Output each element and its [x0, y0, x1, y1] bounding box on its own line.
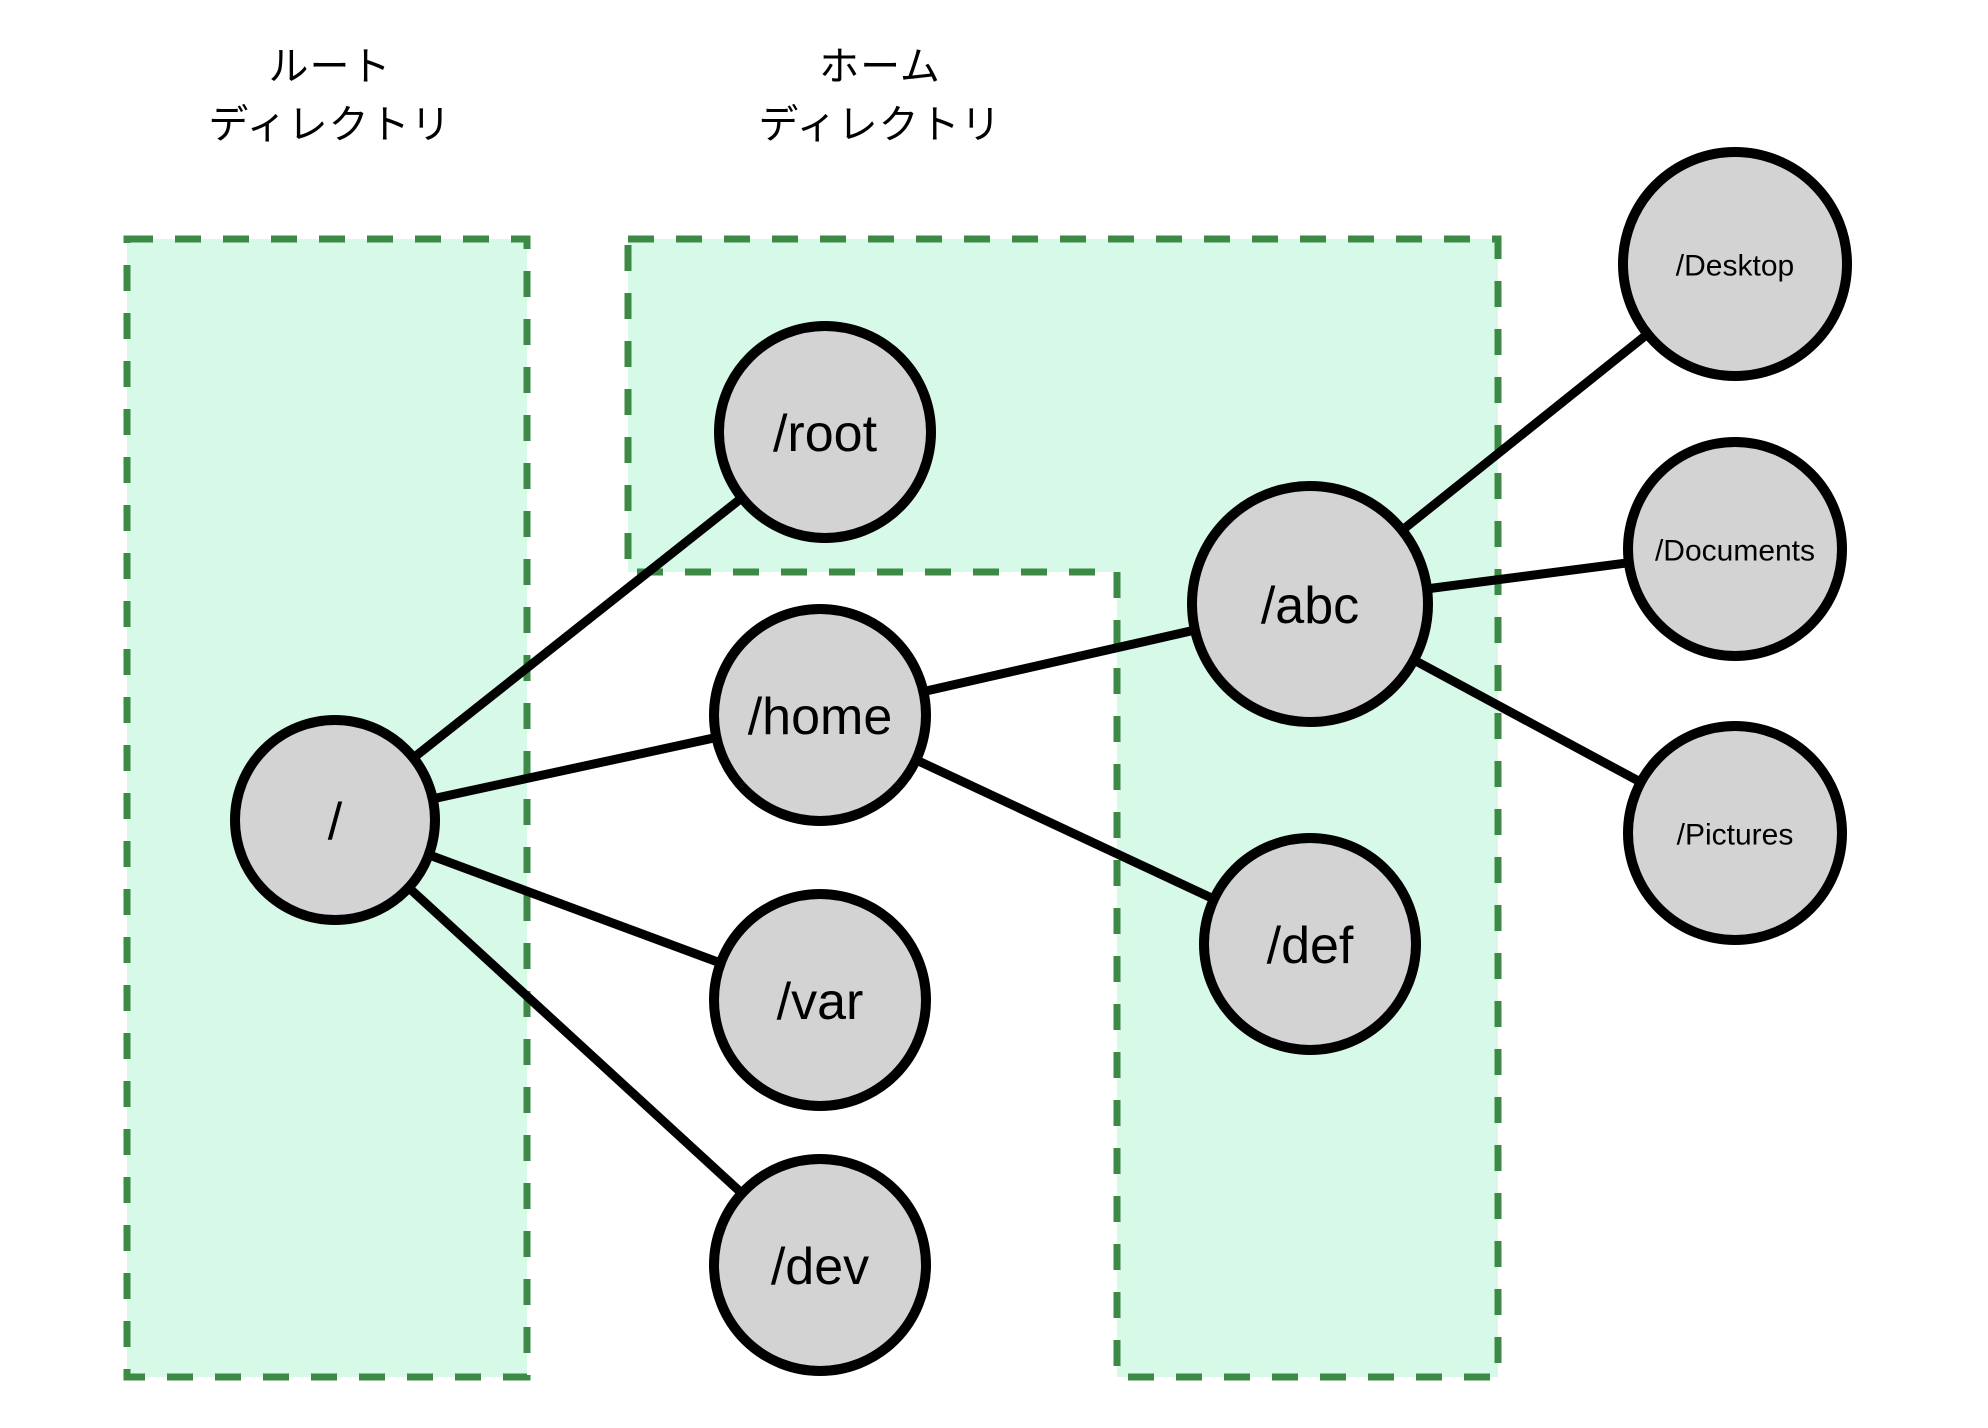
node-abc[interactable]: /abc [1187, 481, 1433, 727]
edge-root-to-var [423, 849, 726, 969]
edge-home-to-abc [918, 624, 1200, 697]
node-label-documents: /Documents [1655, 535, 1815, 568]
home-directory-label: ホーム ディレクトリ [758, 45, 1002, 147]
edge-home-to-def [910, 754, 1220, 905]
edge-root-to-root-dir [407, 491, 748, 764]
node-circle-def [1199, 833, 1421, 1055]
node-label-var: /var [777, 973, 864, 1031]
edge-root-to-dev [402, 881, 748, 1200]
node-root-dir[interactable]: /root [714, 321, 936, 543]
edge-abc-to-documents [1422, 557, 1634, 594]
node-label-root-dir: /root [773, 405, 878, 463]
node-circle-var [709, 889, 931, 1111]
node-circle-dev [709, 1154, 931, 1376]
node-label-abc: /abc [1261, 577, 1359, 635]
node-label-def: /def [1267, 917, 1354, 975]
node-circle-pictures [1623, 721, 1847, 945]
node-root[interactable]: / [230, 715, 440, 925]
node-label-root: / [328, 793, 343, 851]
edge-root-to-home [427, 732, 722, 805]
node-layer: / /root/home/var/dev/abc/def/Desktop/Docu… [230, 147, 1852, 1376]
node-circle-root [230, 715, 440, 925]
node-def[interactable]: /def [1199, 833, 1421, 1055]
node-label-home: /home [748, 688, 893, 746]
node-documents[interactable]: /Documents [1623, 437, 1847, 661]
node-pictures[interactable]: /Pictures [1623, 721, 1847, 945]
node-desktop[interactable]: /Desktop [1618, 147, 1852, 381]
edge-abc-to-desktop [1396, 327, 1654, 537]
node-circle-abc [1187, 481, 1433, 727]
node-label-pictures: /Pictures [1677, 819, 1794, 852]
node-label-desktop: /Desktop [1676, 250, 1794, 283]
node-dev[interactable]: /dev [709, 1154, 931, 1376]
node-circle-desktop [1618, 147, 1852, 381]
node-circle-documents [1623, 437, 1847, 661]
node-var[interactable]: /var [709, 889, 931, 1111]
node-circle-root-dir [714, 321, 936, 543]
root-directory-label: ルート ディレクトリ [208, 45, 452, 147]
node-home[interactable]: /home [709, 604, 931, 826]
node-circle-home [709, 604, 931, 826]
node-label-dev: /dev [771, 1238, 869, 1296]
edge-layer [402, 327, 1654, 1200]
edge-abc-to-pictures [1408, 654, 1647, 789]
